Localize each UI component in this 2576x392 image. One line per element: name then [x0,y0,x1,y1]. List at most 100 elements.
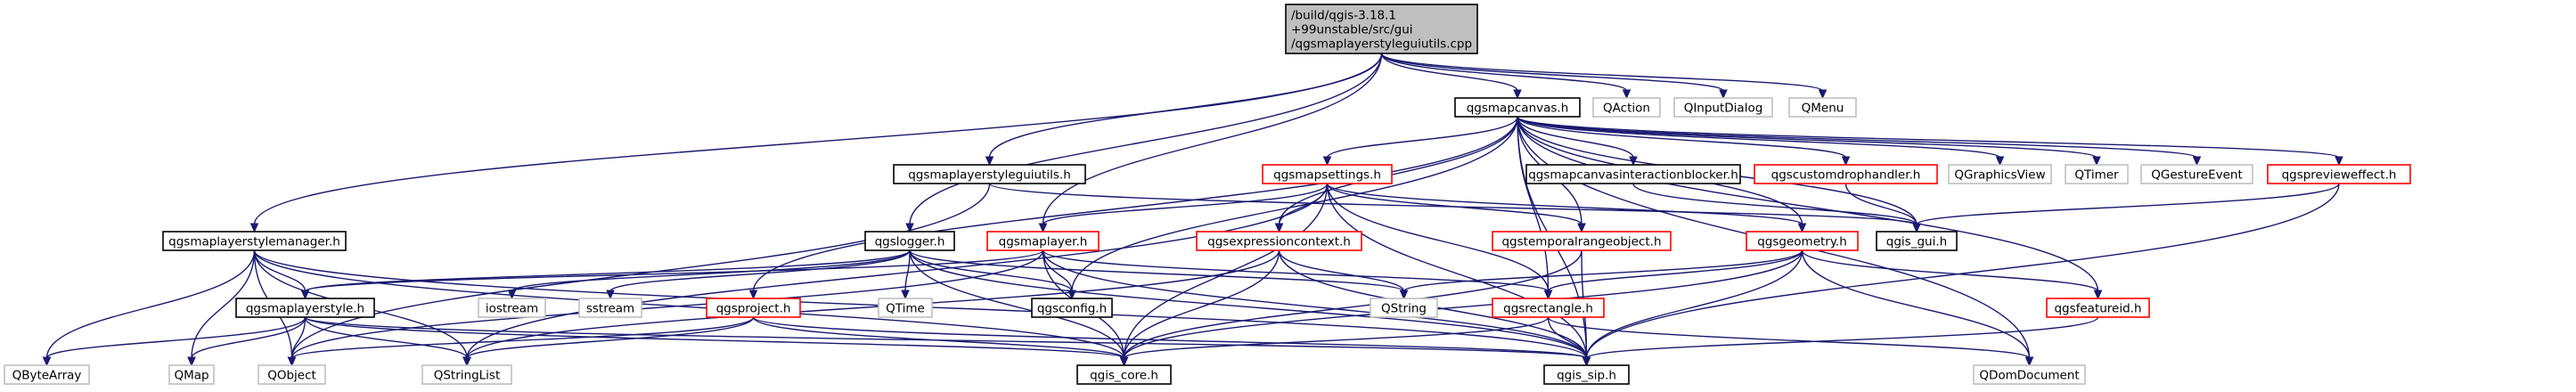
node-logger[interactable]: qgslogger.h [864,231,955,251]
node-box-iostream [478,298,546,318]
node-box-maplayer [986,231,1100,251]
node-iostream[interactable]: iostream [478,298,546,318]
node-mapcanvas[interactable]: qgsmapcanvas.h [1454,97,1581,118]
node-box-maplayerstyle [235,298,375,318]
edge-arrowhead-mapsettings-to-temporalrange [1577,223,1586,233]
node-qstring[interactable]: QString [1370,298,1438,318]
node-label-root: +99unstable/src/gui [1291,23,1413,37]
node-qgestureevent[interactable]: QGestureEvent [2140,164,2253,184]
node-box-qobject [258,364,326,385]
node-interactionblocker[interactable]: qgsmapcanvasinteractionblocker.h [1525,164,1741,184]
node-previeweffect[interactable]: qgspreviewеffect.h [2267,164,2411,184]
node-label-customdrophandler: qgscustomdrophandler.h [1771,168,1921,183]
node-customdrophandler[interactable]: qgscustomdrophandler.h [1754,164,1938,184]
node-box-root [1285,4,1478,54]
node-box-qmap [168,364,215,385]
edge-logger-to-qgissip [909,249,1588,359]
node-rectangle[interactable]: qgsrectangle.h [1492,298,1605,318]
node-qdomdocument[interactable]: QDomDocument [1973,364,2086,385]
node-qinputdialog[interactable]: QInputDialog [1673,97,1773,118]
node-qgsproject[interactable]: qgsproject.h [706,298,801,318]
node-qgissip[interactable]: qgis_sip.h [1543,364,1630,385]
node-qgraphicsview[interactable]: QGraphicsView [1948,164,2052,184]
edge-arrowhead-qgsproject-to-qobject [287,356,297,367]
node-box-mapcanvas [1454,97,1581,118]
edge-maplayerstyle-to-qmap [191,316,307,359]
edge-expressioncontext-to-qgiscore [1123,249,1280,359]
node-label-qgissip: qgis_sip.h [1557,369,1616,383]
edge-root-to-qinputdialog [1380,53,1724,92]
node-box-logger [864,231,955,251]
edge-geometry-to-qgissip [1585,249,1803,359]
edge-root-to-qmenu [1380,53,1824,92]
node-label-geometry: qgsgeometry.h [1757,235,1847,249]
node-qmap[interactable]: QMap [168,364,215,385]
edge-mapsettings-to-qgissip [1326,183,1588,359]
node-box-qdomdocument [1973,364,2086,385]
edge-arrowhead-previeweffect-to-qgisgui [1912,223,1921,233]
node-mapsettings[interactable]: qgsmapsettings.h [1262,164,1393,184]
node-qbytearray[interactable]: QByteArray [4,364,90,385]
node-label-qbytearray: QByteArray [12,369,82,383]
node-featureid[interactable]: qgsfeatureid.h [2046,298,2150,318]
node-label-qgisgui: qgis_gui.h [1886,235,1947,249]
node-qgsconfig[interactable]: qgsconfig.h [1031,298,1113,318]
edge-arrowhead-rectangle-to-qgiscore [1119,356,1129,367]
node-qgisgui[interactable]: qgis_gui.h [1876,231,1958,251]
node-box-sstream [578,298,642,318]
edge-geometry-to-qgiscore [1123,249,1803,359]
node-box-interactionblocker [1525,164,1741,184]
node-box-customdrophandler [1754,164,1938,184]
node-stylemanager[interactable]: qgsmaplayerstylemanager.h [162,231,347,251]
node-label-interactionblocker: qgsmapcanvasinteractionblocker.h [1528,168,1738,183]
edge-mapcanvas-to-qgraphicsview [1517,116,2001,159]
node-label-stylemanager: qgsmaplayerstylemanager.h [168,235,340,249]
node-qtimer[interactable]: QTimer [2065,164,2129,184]
node-maplayer[interactable]: qgsmaplayer.h [986,231,1100,251]
node-label-qmap: QMap [174,369,209,383]
node-label-maplayerstyle: qgsmaplayerstyle.h [246,302,364,316]
node-styleguiutils[interactable]: qgsmaplayerstyleguiutils.h [893,164,1086,184]
edge-qgsproject-to-qstringlist [466,316,755,359]
node-root[interactable]: /build/qgis-3.18.1+99unstable/src/gui/qg… [1285,4,1478,54]
edge-expressioncontext-to-qstring [1278,249,1405,292]
edge-mapcanvas-to-mapsettings [1326,116,1518,159]
node-box-qgsproject [706,298,801,318]
node-label-qstringlist: QStringList [434,369,501,383]
edge-arrowhead-mapcanvas-to-qgraphicsview [1995,156,2005,167]
node-sstream[interactable]: sstream [578,298,642,318]
node-qobject[interactable]: QObject [258,364,326,385]
node-label-temporalrange: qgstemporalrangeobject.h [1501,235,1661,249]
edge-arrowhead-mapcanvas-to-customdrophandler [1841,156,1851,167]
node-geometry[interactable]: qgsgeometry.h [1746,231,1859,251]
edge-mapsettings-to-geometry [1326,183,1803,225]
node-qmenu[interactable]: QMenu [1788,97,1857,118]
edge-mapcanvas-to-previeweffect [1517,116,2340,159]
node-qaction[interactable]: QAction [1592,97,1661,118]
node-expressioncontext[interactable]: qgsexpressioncontext.h [1196,231,1362,251]
edge-expressioncontext-to-qstringlist [466,249,1280,359]
node-qgiscore[interactable]: qgis_core.h [1076,364,1172,385]
edge-arrowhead-root-to-qinputdialog [1719,89,1728,100]
edge-rectangle-to-qdomdocument [1547,316,2031,359]
node-box-qtime [878,298,933,318]
edge-previeweffect-to-qgissip [1585,183,2340,359]
node-box-qgraphicsview [1948,164,2052,184]
edge-logger-to-qtime [904,249,911,292]
edge-mapcanvas-to-qgsproject [752,116,1518,292]
node-label-styleguiutils: qgsmaplayerstyleguiutils.h [908,168,1071,183]
edge-geometry-to-qdomdocument [1801,249,2031,359]
edge-root-to-qaction [1380,53,1628,92]
node-box-previeweffect [2267,164,2411,184]
node-temporalrange[interactable]: qgstemporalrangeobject.h [1492,231,1672,251]
node-maplayerstyle[interactable]: qgsmaplayerstyle.h [235,298,375,318]
node-label-qmenu: QMenu [1802,102,1844,116]
node-label-qtime: QTime [886,302,925,316]
edge-arrowhead-mapsettings-to-geometry [1797,223,1807,233]
edge-mapcanvas-to-qtimer [1517,116,2098,159]
node-qstringlist[interactable]: QStringList [421,364,512,385]
node-label-qgiscore: qgis_core.h [1090,369,1158,383]
node-qtime[interactable]: QTime [878,298,933,318]
edge-arrowhead-root-to-mapcanvas [1513,89,1522,100]
